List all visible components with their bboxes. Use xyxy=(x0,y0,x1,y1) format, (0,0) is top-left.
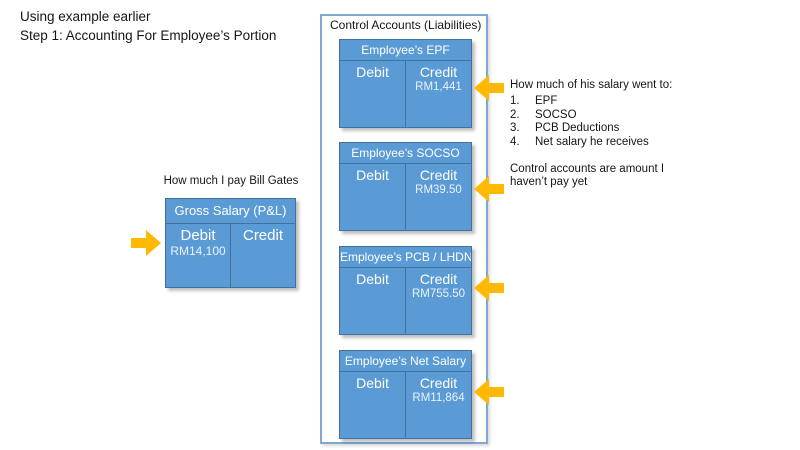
debit-label: Debit xyxy=(356,271,389,287)
slide-title: Using example earlier Step 1: Accounting… xyxy=(20,7,276,45)
credit-label: Credit xyxy=(419,271,458,287)
socso-credit-column: Credit RM39.50 xyxy=(406,164,471,231)
list-item: 4. Net salary he receives xyxy=(510,136,735,149)
pcb-account-title: Employee’s PCB / LHDN xyxy=(340,247,471,268)
net-salary-account: Employee’s Net Salary Debit Credit RM11,… xyxy=(339,350,472,439)
credit-value: RM11,864 xyxy=(412,392,465,404)
arrow-left-icon xyxy=(474,176,504,203)
list-item-number: 1. xyxy=(510,95,520,108)
debit-label: Debit xyxy=(356,375,389,391)
gross-salary-debit-column: Debit RM14,100 xyxy=(166,224,231,288)
credit-value: RM39.50 xyxy=(415,184,462,196)
net-salary-account-title: Employee’s Net Salary xyxy=(340,351,471,372)
list-item-number: 2. xyxy=(510,108,520,121)
slide-title-line1: Using example earlier xyxy=(20,9,151,24)
epf-account: Employee’s EPF Debit Credit RM1,441 xyxy=(339,39,472,128)
socso-debit-column: Debit xyxy=(340,164,406,231)
debit-label: Debit xyxy=(356,64,389,80)
control-accounts-panel-label: Control Accounts (Liabilities) xyxy=(330,18,482,32)
gross-salary-credit-column: Credit xyxy=(231,224,295,288)
control-accounts-note: Control accounts are amount I haven’t pa… xyxy=(510,163,735,190)
debit-label: Debit xyxy=(180,227,216,244)
debit-label: Debit xyxy=(356,167,389,183)
credit-label: Credit xyxy=(419,375,458,391)
credit-label: Credit xyxy=(419,64,458,80)
list-item: 1. EPF xyxy=(510,95,735,108)
pcb-debit-column: Debit xyxy=(340,268,406,335)
socso-account-title: Employee’s SOCSO xyxy=(340,143,471,164)
credit-value: RM1,441 xyxy=(415,81,462,93)
salary-breakdown-list: 1. EPF 2. SOCSO 3. PCB Deductions 4. Net… xyxy=(510,95,735,149)
credit-label: Credit xyxy=(242,227,283,244)
slide-title-line2: Step 1: Accounting For Employee’s Portio… xyxy=(20,28,277,43)
salary-breakdown-heading: How much of his salary went to: xyxy=(510,79,673,91)
credit-value: RM755.50 xyxy=(411,288,466,300)
debit-value: RM14,100 xyxy=(170,244,226,258)
epf-credit-column: Credit RM1,441 xyxy=(406,61,471,128)
arrow-left-icon xyxy=(474,275,504,302)
net-salary-debit-column: Debit xyxy=(340,372,406,439)
list-item: 2. SOCSO xyxy=(510,109,735,122)
credit-label: Credit xyxy=(419,167,458,183)
list-item-text: Net salary he receives xyxy=(535,135,649,148)
gross-salary-account: Gross Salary (P&L) Debit RM14,100 Credit xyxy=(165,198,296,288)
net-salary-credit-column: Credit RM11,864 xyxy=(406,372,471,439)
arrow-left-icon xyxy=(474,379,504,406)
epf-account-title: Employee’s EPF xyxy=(340,40,471,61)
gross-salary-caption: How much I pay Bill Gates xyxy=(163,175,299,187)
note-line1: Control accounts are amount I xyxy=(510,163,665,176)
gross-salary-account-title: Gross Salary (P&L) xyxy=(166,199,295,224)
list-item-text: EPF xyxy=(535,95,558,108)
socso-account: Employee’s SOCSO Debit Credit RM39.50 xyxy=(339,142,472,231)
pcb-account: Employee’s PCB / LHDN Debit Credit RM755… xyxy=(339,246,472,335)
note-line2: haven’t pay yet xyxy=(510,176,588,189)
arrow-left-icon xyxy=(474,75,504,102)
list-item-number: 4. xyxy=(510,135,520,148)
list-item-text: PCB Deductions xyxy=(535,122,620,135)
pcb-credit-column: Credit RM755.50 xyxy=(406,268,471,335)
list-item: 3. PCB Deductions xyxy=(510,122,735,135)
list-item-number: 3. xyxy=(510,122,520,135)
annotations-block: How much of his salary went to: 1. EPF 2… xyxy=(510,79,735,190)
epf-debit-column: Debit xyxy=(340,61,406,128)
arrow-right-icon xyxy=(131,230,161,257)
list-item-text: SOCSO xyxy=(535,108,577,121)
